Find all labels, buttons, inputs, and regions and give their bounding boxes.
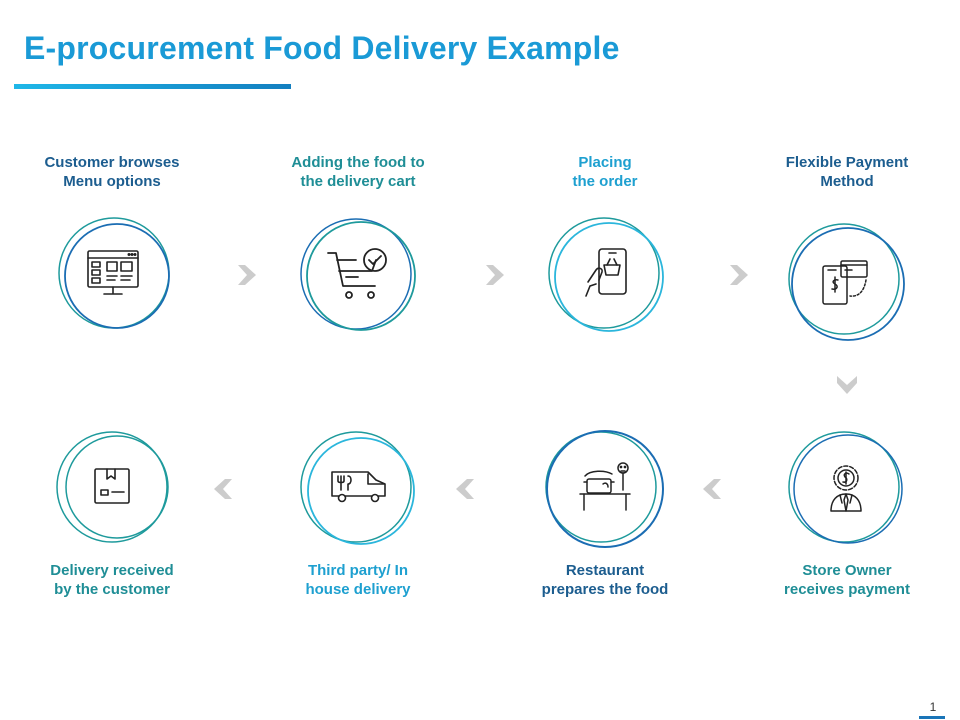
- step-label-4: Flexible Payment Method: [785, 154, 909, 190]
- delivery-van-icon: [331, 471, 386, 503]
- step-5-node: [788, 431, 903, 544]
- package-box-icon: [94, 468, 130, 504]
- chevron-right-icon: [238, 265, 256, 285]
- chevron-left-icon: [703, 479, 721, 499]
- step-label-5: Store Owner receives payment: [784, 562, 910, 598]
- step-4-node: [788, 223, 905, 341]
- page-number: 1: [929, 700, 937, 714]
- step-2-node: [300, 218, 416, 331]
- payment-card-icon: [822, 260, 868, 305]
- chevron-right-icon: [730, 265, 748, 285]
- store-owner-icon: [830, 465, 862, 512]
- cart-check-icon: [327, 248, 387, 299]
- step-label-1: Customer browses Menu options: [44, 154, 180, 190]
- step-label-7: Third party/ In house delivery: [305, 562, 411, 598]
- step-1-node: [58, 217, 170, 329]
- step-label-8: Delivery received by the customer: [50, 562, 174, 598]
- step-8-node: [56, 431, 169, 543]
- step-3-node: [548, 217, 664, 332]
- chevron-left-icon: [456, 479, 474, 499]
- step-7-node: [300, 431, 415, 545]
- phone-order-icon: [585, 248, 627, 297]
- cooking-pot-icon: [579, 462, 631, 511]
- browser-menu-icon: [87, 250, 139, 295]
- step-label-3: Placing the order: [572, 154, 638, 190]
- chevron-down-icon: [837, 376, 857, 394]
- chevron-right-icon: [486, 265, 504, 285]
- step-6-node: [545, 430, 664, 548]
- step-label-2: Adding the food to the delivery cart: [291, 154, 425, 190]
- step-label-6: Restaurant prepares the food: [541, 562, 669, 598]
- title-underline: [14, 84, 291, 89]
- page-number-bar: [919, 716, 945, 719]
- chevron-left-icon: [214, 479, 232, 499]
- page-title: E-procurement Food Delivery Example: [24, 30, 620, 66]
